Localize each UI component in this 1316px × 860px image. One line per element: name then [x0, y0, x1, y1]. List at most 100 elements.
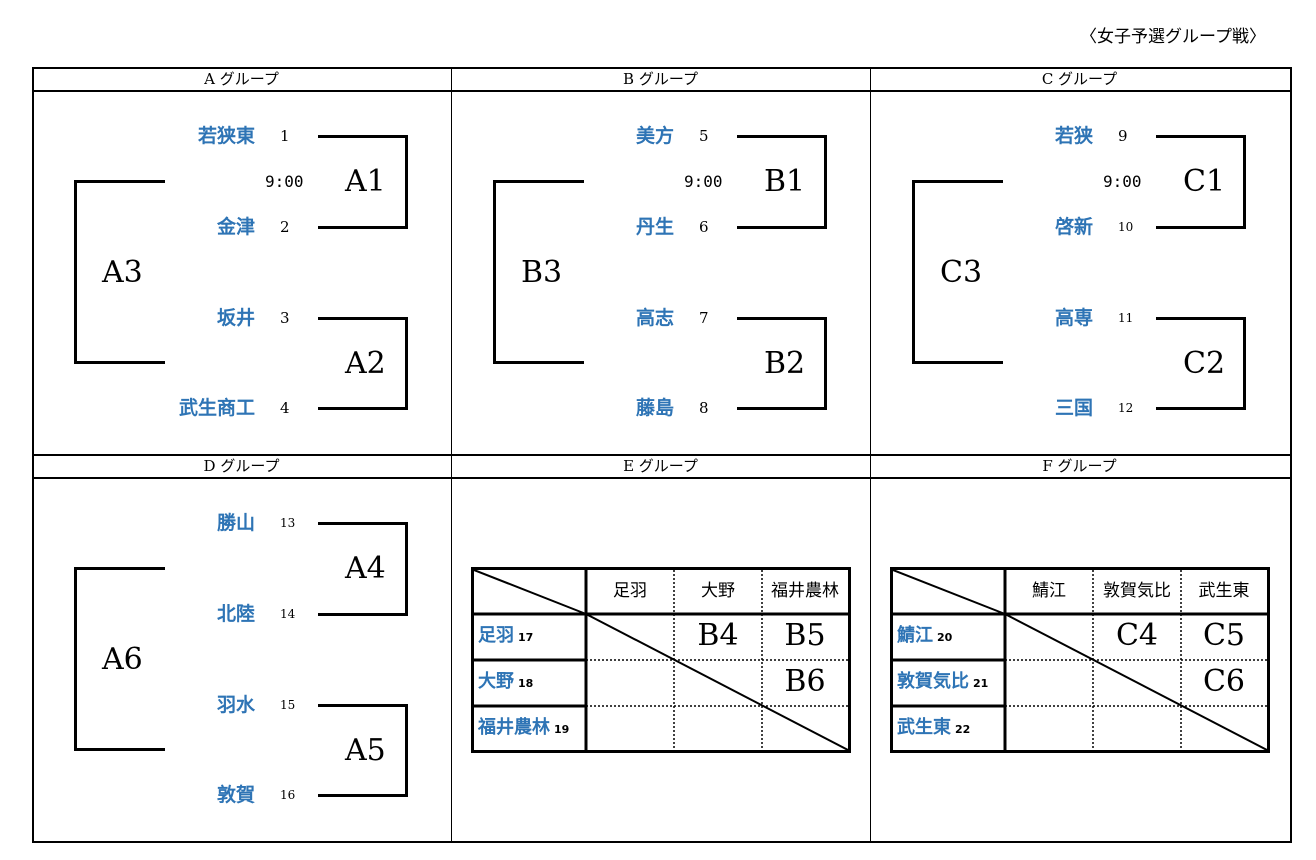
team-number: 9 [1118, 127, 1128, 145]
league-grid [474, 570, 848, 750]
team-name: 藤島 [635, 397, 674, 419]
bracket-line [74, 180, 77, 364]
row-team-name: 足羽 [478, 625, 514, 646]
team-name: 武生商工 [178, 397, 255, 419]
bracket-line [824, 317, 827, 410]
match-cell: C4 [1115, 618, 1159, 653]
bracket-line [1156, 226, 1246, 229]
bracket-line [405, 704, 408, 797]
group-title-f: F グループ [1042, 457, 1117, 475]
row-team-name: 大野 [478, 671, 514, 692]
row-team: 武生東 22 [893, 706, 1005, 750]
match-cell: B6 [784, 664, 826, 699]
row-team-name: 鯖江 [897, 625, 933, 646]
team-name: 勝山 [216, 512, 255, 534]
bracket-line [912, 361, 1003, 364]
page-caption: 〈女子予選グループ戦〉 [1080, 27, 1266, 47]
bracket-line [74, 748, 165, 751]
column-header: 武生東 [1198, 581, 1250, 601]
divider [451, 67, 452, 841]
bracket-line [824, 135, 827, 229]
bracket-line [74, 567, 165, 570]
group-title-e: E グループ [623, 457, 698, 475]
match-label: A1 [345, 164, 386, 199]
team-name: 羽水 [216, 694, 255, 716]
team-name: 敦賀 [216, 784, 255, 806]
match-cell: B5 [784, 618, 826, 653]
row-team: 鯖江 20 [893, 614, 1005, 660]
match-label: B1 [764, 164, 806, 199]
match-label: C2 [1183, 346, 1226, 381]
team-name: 高志 [635, 307, 674, 329]
bracket-line [737, 317, 827, 320]
group-title-b: B グループ [623, 70, 698, 88]
column-header: 敦賀気比 [1103, 581, 1171, 601]
bracket-line [912, 180, 1003, 183]
team-number: 7 [699, 309, 709, 327]
team-name: 若狭 [1054, 125, 1093, 147]
bracket-line [74, 180, 165, 183]
row-team-name: 敦賀気比 [897, 671, 969, 692]
team-number: 1 [280, 127, 290, 145]
group-title-d: D グループ [203, 457, 280, 475]
team-name: 坂井 [216, 307, 255, 329]
bracket-line [1156, 317, 1246, 320]
team-name: 美方 [635, 125, 674, 147]
bracket-line [405, 135, 408, 229]
match-label: A2 [345, 346, 386, 381]
bracket-line [737, 135, 827, 138]
team-name: 高専 [1054, 307, 1093, 329]
bracket-line [737, 226, 827, 229]
team-name: 北陸 [216, 603, 255, 625]
team-number: 16 [280, 788, 296, 802]
row-team-number: 21 [973, 677, 989, 690]
team-number: 3 [280, 309, 290, 327]
row-team-number: 20 [937, 631, 953, 644]
bracket-line [74, 567, 77, 751]
row-team-number: 19 [554, 723, 570, 736]
team-name: 三国 [1054, 397, 1093, 419]
match-label: B2 [764, 346, 806, 381]
column-header: 福井農林 [771, 581, 839, 601]
bracket-line [1156, 407, 1246, 410]
bracket-line [493, 361, 584, 364]
bracket-line [1156, 135, 1246, 138]
bracket-line [318, 613, 408, 616]
divider [870, 67, 871, 841]
final-label: A6 [102, 642, 143, 677]
match-time: 9:00 [1103, 172, 1142, 191]
grid-line [474, 570, 587, 615]
row-team: 敦賀気比 21 [893, 660, 1005, 706]
team-number: 4 [280, 399, 290, 417]
column-header: 大野 [701, 581, 735, 601]
group-title-a: A グループ [204, 70, 279, 88]
final-label: A3 [102, 255, 143, 290]
bracket-line [318, 407, 408, 410]
row-team-name: 武生東 [897, 717, 951, 738]
bracket-line [493, 180, 496, 364]
divider [32, 477, 1290, 479]
match-label: C1 [1183, 164, 1226, 199]
grid-line [893, 570, 1006, 615]
bracket-line [318, 522, 408, 525]
bracket-line [1243, 317, 1246, 410]
bracket-line [737, 407, 827, 410]
team-number: 2 [280, 218, 290, 236]
bracket-line [405, 317, 408, 410]
bracket-line [405, 522, 408, 616]
bracket-line [493, 180, 584, 183]
row-team-number: 22 [955, 723, 971, 736]
team-name: 丹生 [635, 216, 674, 238]
match-label: A4 [345, 551, 386, 586]
match-cell: C6 [1202, 664, 1246, 699]
final-label: C3 [940, 255, 983, 290]
match-time: 9:00 [684, 172, 723, 191]
bracket-line [1243, 135, 1246, 229]
bracket-line [912, 180, 915, 364]
league-grid [893, 570, 1267, 750]
team-number: 11 [1118, 311, 1134, 325]
